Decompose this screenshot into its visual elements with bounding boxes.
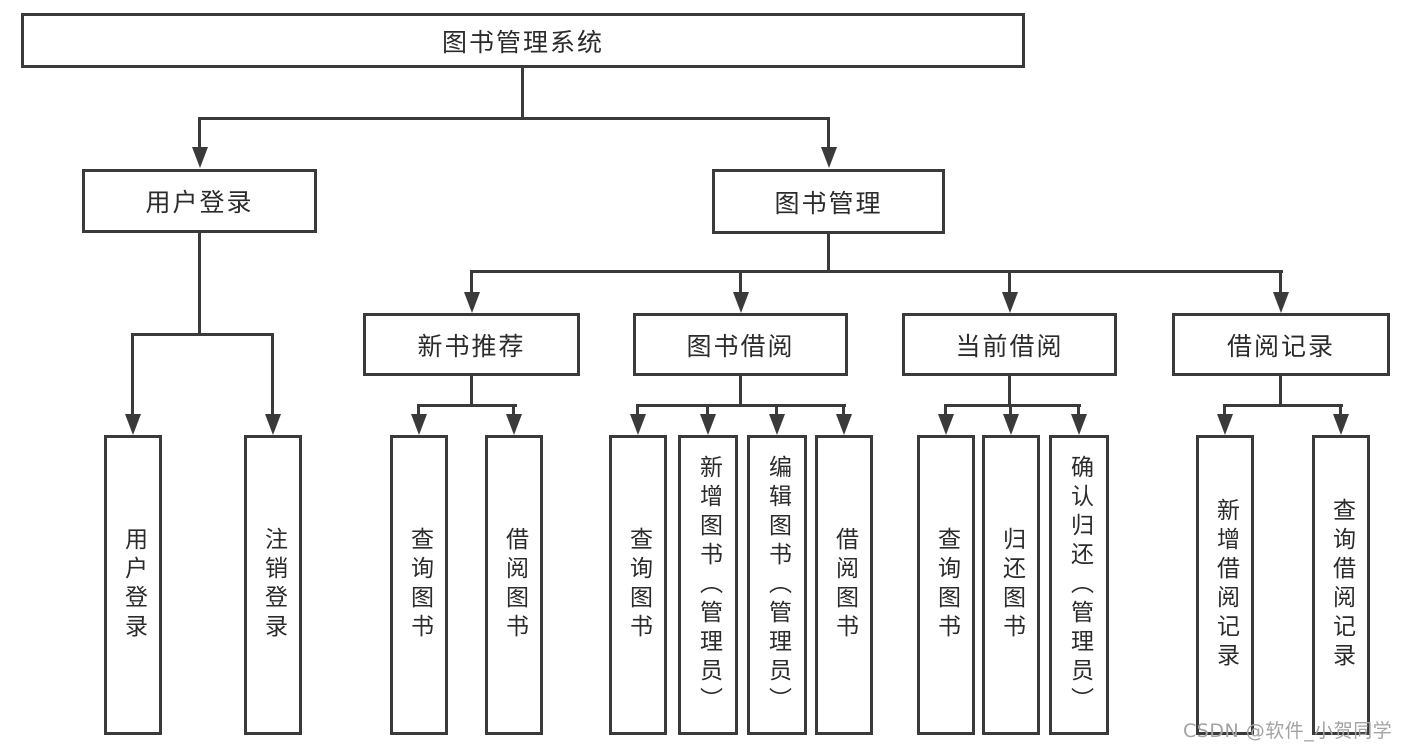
connector-segment <box>470 270 1283 273</box>
connector-segment <box>1339 407 1342 415</box>
connector-segment <box>1009 407 1012 415</box>
leaf-br-query-record: 查询借阅记录 <box>1312 435 1370 735</box>
node-root-label: 图书管理系统 <box>441 27 604 57</box>
connector-segment <box>521 68 524 119</box>
arrowhead-icon <box>1273 292 1289 313</box>
leaf-cb-query-books: 查询图书 <box>917 435 975 735</box>
leaf-br-add-record: 新增借阅记录 <box>1196 435 1254 735</box>
connector-segment <box>417 404 517 407</box>
connector-segment <box>706 407 709 415</box>
node-book-borrowing: 图书借阅 <box>633 313 848 376</box>
node-book-borrowing-label: 图书借阅 <box>686 331 795 361</box>
arrowhead-icon <box>192 147 208 168</box>
connector-segment <box>842 407 845 415</box>
leaf-cb-return-books-label: 归还图书 <box>998 527 1025 643</box>
arrowhead-icon <box>1002 292 1018 313</box>
leaf-br-query-record-label: 查询借阅记录 <box>1328 498 1355 672</box>
leaf-cb-query-books-label: 查询图书 <box>933 527 960 643</box>
connector-segment <box>417 407 420 415</box>
connector-segment <box>1279 375 1282 407</box>
connector-segment <box>512 407 515 415</box>
node-user-login-label: 用户登录 <box>145 188 254 217</box>
leaf-cb-return-books: 归还图书 <box>982 435 1040 735</box>
connector-segment <box>470 375 473 407</box>
leaf-bb-query-books-label: 查询图书 <box>625 527 652 643</box>
leaf-bb-query-books: 查询图书 <box>609 435 667 735</box>
leaf-bb-add-books-admin: 新增图书（管理员） <box>678 435 738 735</box>
node-borrowing-records-label: 借阅记录 <box>1226 331 1335 361</box>
node-current-borrowing-label: 当前借阅 <box>955 331 1064 361</box>
connector-segment <box>198 233 201 335</box>
leaf-logout: 注销登录 <box>244 435 302 735</box>
leaf-bb-add-books-admin-label: 新增图书（管理员） <box>695 454 722 716</box>
arrowhead-icon <box>630 414 646 435</box>
arrowhead-icon <box>464 292 480 313</box>
csdn-watermark: CSDN @软件_小贺同学 <box>1183 720 1393 742</box>
leaf-user-login: 用户登录 <box>104 435 162 735</box>
arrowhead-icon <box>821 147 837 168</box>
arrowhead-icon <box>265 414 281 435</box>
connector-segment <box>271 336 274 415</box>
connector-segment <box>1008 375 1011 407</box>
connector-segment <box>1223 404 1343 407</box>
connector-segment <box>739 273 742 293</box>
connector-segment <box>944 404 1081 407</box>
node-root: 图书管理系统 <box>21 13 1025 68</box>
node-new-book-recommend: 新书推荐 <box>363 313 580 376</box>
arrowhead-icon <box>1217 414 1233 435</box>
node-current-borrowing: 当前借阅 <box>902 313 1117 376</box>
connector-segment <box>636 404 846 407</box>
connector-segment <box>827 234 830 273</box>
leaf-cb-confirm-return-admin-label: 确认归还（管理员） <box>1066 454 1093 716</box>
leaf-rec-borrow-books-label: 借阅图书 <box>501 527 528 643</box>
leaf-user-login-label: 用户登录 <box>120 527 147 643</box>
connector-segment <box>470 273 473 293</box>
leaf-rec-query-books-label: 查询图书 <box>406 527 433 643</box>
connector-segment <box>1279 273 1282 293</box>
node-borrowing-records: 借阅记录 <box>1172 313 1390 376</box>
leaf-rec-borrow-books: 借阅图书 <box>485 435 543 735</box>
leaf-bb-edit-books-admin-label: 编辑图书（管理员） <box>764 454 791 716</box>
connector-segment <box>198 117 830 120</box>
arrowhead-icon <box>700 414 716 435</box>
arrowhead-icon <box>411 414 427 435</box>
leaf-bb-borrow-books: 借阅图书 <box>815 435 873 735</box>
arrowhead-icon <box>506 414 522 435</box>
connector-segment <box>131 333 274 336</box>
connector-segment <box>636 407 639 415</box>
arrowhead-icon <box>769 414 785 435</box>
connector-segment <box>775 407 778 415</box>
connector-segment <box>198 120 201 148</box>
leaf-logout-label: 注销登录 <box>260 527 287 643</box>
leaf-br-add-record-label: 新增借阅记录 <box>1212 498 1239 672</box>
arrowhead-icon <box>733 292 749 313</box>
connector-segment <box>1077 407 1080 415</box>
connector-segment <box>827 120 830 148</box>
arrowhead-icon <box>1333 414 1349 435</box>
arrowhead-icon <box>1071 414 1087 435</box>
node-new-book-recommend-label: 新书推荐 <box>417 331 526 361</box>
arrowhead-icon <box>836 414 852 435</box>
connector-segment <box>944 407 947 415</box>
leaf-bb-edit-books-admin: 编辑图书（管理员） <box>747 435 807 735</box>
arrowhead-icon <box>938 414 954 435</box>
arrowhead-icon <box>125 414 141 435</box>
connector-segment <box>739 375 742 407</box>
leaf-bb-borrow-books-label: 借阅图书 <box>831 527 858 643</box>
arrowhead-icon <box>1003 414 1019 435</box>
connector-segment <box>1008 273 1011 293</box>
node-book-management: 图书管理 <box>712 169 945 234</box>
leaf-rec-query-books: 查询图书 <box>390 435 448 735</box>
node-book-management-label: 图书管理 <box>774 188 883 218</box>
leaf-cb-confirm-return-admin: 确认归还（管理员） <box>1049 435 1109 735</box>
connector-segment <box>1223 407 1226 415</box>
node-user-login: 用户登录 <box>82 169 317 233</box>
connector-segment <box>131 336 134 415</box>
